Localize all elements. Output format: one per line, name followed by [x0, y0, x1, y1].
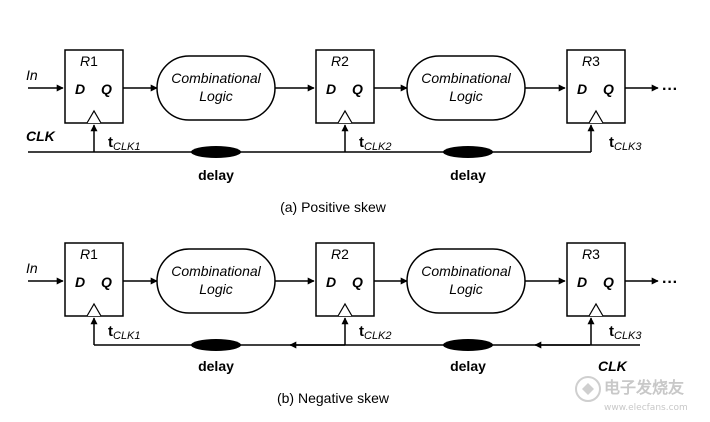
clock-tap-label-1: tCLK1	[108, 134, 141, 153]
watermark-title: 电子发烧友	[604, 378, 685, 397]
svg-text:D: D	[577, 81, 587, 97]
register-q-pin: Q	[101, 81, 112, 97]
clock-pin-triangle	[86, 109, 102, 124]
delay-label: delay	[198, 167, 234, 183]
delay-element-2	[443, 146, 493, 158]
diagram-negative-skew: In R1 D Q Combinational Logic R2 D Q	[26, 242, 678, 406]
input-label: In	[26, 67, 38, 83]
clock-pin-triangle	[588, 302, 604, 317]
svg-text:Logic: Logic	[449, 88, 482, 104]
combinational-logic-1: Combinational Logic	[156, 55, 276, 121]
svg-text:Logic: Logic	[449, 281, 482, 297]
clock-pin-triangle	[86, 302, 102, 317]
clock-tap-label-1: tCLK1	[108, 323, 141, 342]
svg-text:R2: R2	[331, 246, 349, 262]
combinational-logic-2: Combinational Logic	[406, 248, 526, 314]
clock-tap-label-3: tCLK3	[609, 134, 642, 153]
watermark: 电子发烧友 www.elecfans.com	[575, 376, 688, 413]
caption: (b) Negative skew	[277, 390, 390, 406]
diagram-positive-skew: In R1 D Q Combinational Logic R2 D Q	[26, 49, 678, 215]
register-r1: R1 D Q	[64, 49, 124, 124]
clock-pin-triangle	[337, 109, 353, 124]
svg-text:R1: R1	[80, 246, 98, 262]
register-r1: R1 D Q	[64, 242, 124, 317]
watermark-logo-icon	[575, 376, 601, 402]
clock-pin-triangle	[337, 302, 353, 317]
svg-text:Q: Q	[603, 274, 614, 290]
svg-text:D: D	[326, 81, 336, 97]
svg-text:R3: R3	[582, 246, 600, 262]
svg-text:R2: R2	[331, 53, 349, 69]
svg-text:Combinational: Combinational	[171, 263, 261, 279]
svg-text:Q: Q	[603, 81, 614, 97]
watermark-url: www.elecfans.com	[604, 403, 688, 413]
delay-label: delay	[450, 167, 486, 183]
register-r3: R3 D Q	[566, 49, 626, 124]
combinational-logic-2: Combinational Logic	[406, 55, 526, 121]
delay-label: delay	[450, 358, 486, 374]
svg-text:D: D	[326, 274, 336, 290]
delay-element-2	[443, 339, 493, 351]
svg-text:Combinational: Combinational	[421, 70, 511, 86]
svg-text:R3: R3	[582, 53, 600, 69]
svg-text:Logic: Logic	[199, 88, 232, 104]
svg-text:Q: Q	[352, 81, 363, 97]
clock-pin-triangle	[588, 109, 604, 124]
register-r2: R2 D Q	[315, 49, 375, 124]
svg-text:Logic: Logic	[199, 281, 232, 297]
input-label: In	[26, 260, 38, 276]
continuation-dots: ···	[662, 274, 678, 291]
clock-label: CLK	[598, 358, 628, 374]
delay-element-1	[191, 339, 241, 351]
combinational-logic-1: Combinational Logic	[156, 248, 276, 314]
clock-tap-label-2: tCLK2	[359, 323, 392, 342]
register-r3: R3 D Q	[566, 242, 626, 317]
register-d-pin: D	[75, 81, 85, 97]
delay-element-1	[191, 146, 241, 158]
clock-tap-label-2: tCLK2	[359, 134, 392, 153]
svg-text:Q: Q	[101, 274, 112, 290]
delay-label: delay	[198, 358, 234, 374]
clock-label: CLK	[26, 128, 56, 144]
clock-tap-label-3: tCLK3	[609, 323, 642, 342]
caption: (a) Positive skew	[280, 199, 387, 215]
svg-text:Q: Q	[352, 274, 363, 290]
continuation-dots: ···	[662, 81, 678, 98]
svg-text:D: D	[75, 274, 85, 290]
svg-text:Combinational: Combinational	[421, 263, 511, 279]
svg-text:R1: R1	[80, 53, 98, 69]
svg-text:Combinational: Combinational	[171, 70, 261, 86]
svg-text:D: D	[577, 274, 587, 290]
register-r2: R2 D Q	[315, 242, 375, 317]
